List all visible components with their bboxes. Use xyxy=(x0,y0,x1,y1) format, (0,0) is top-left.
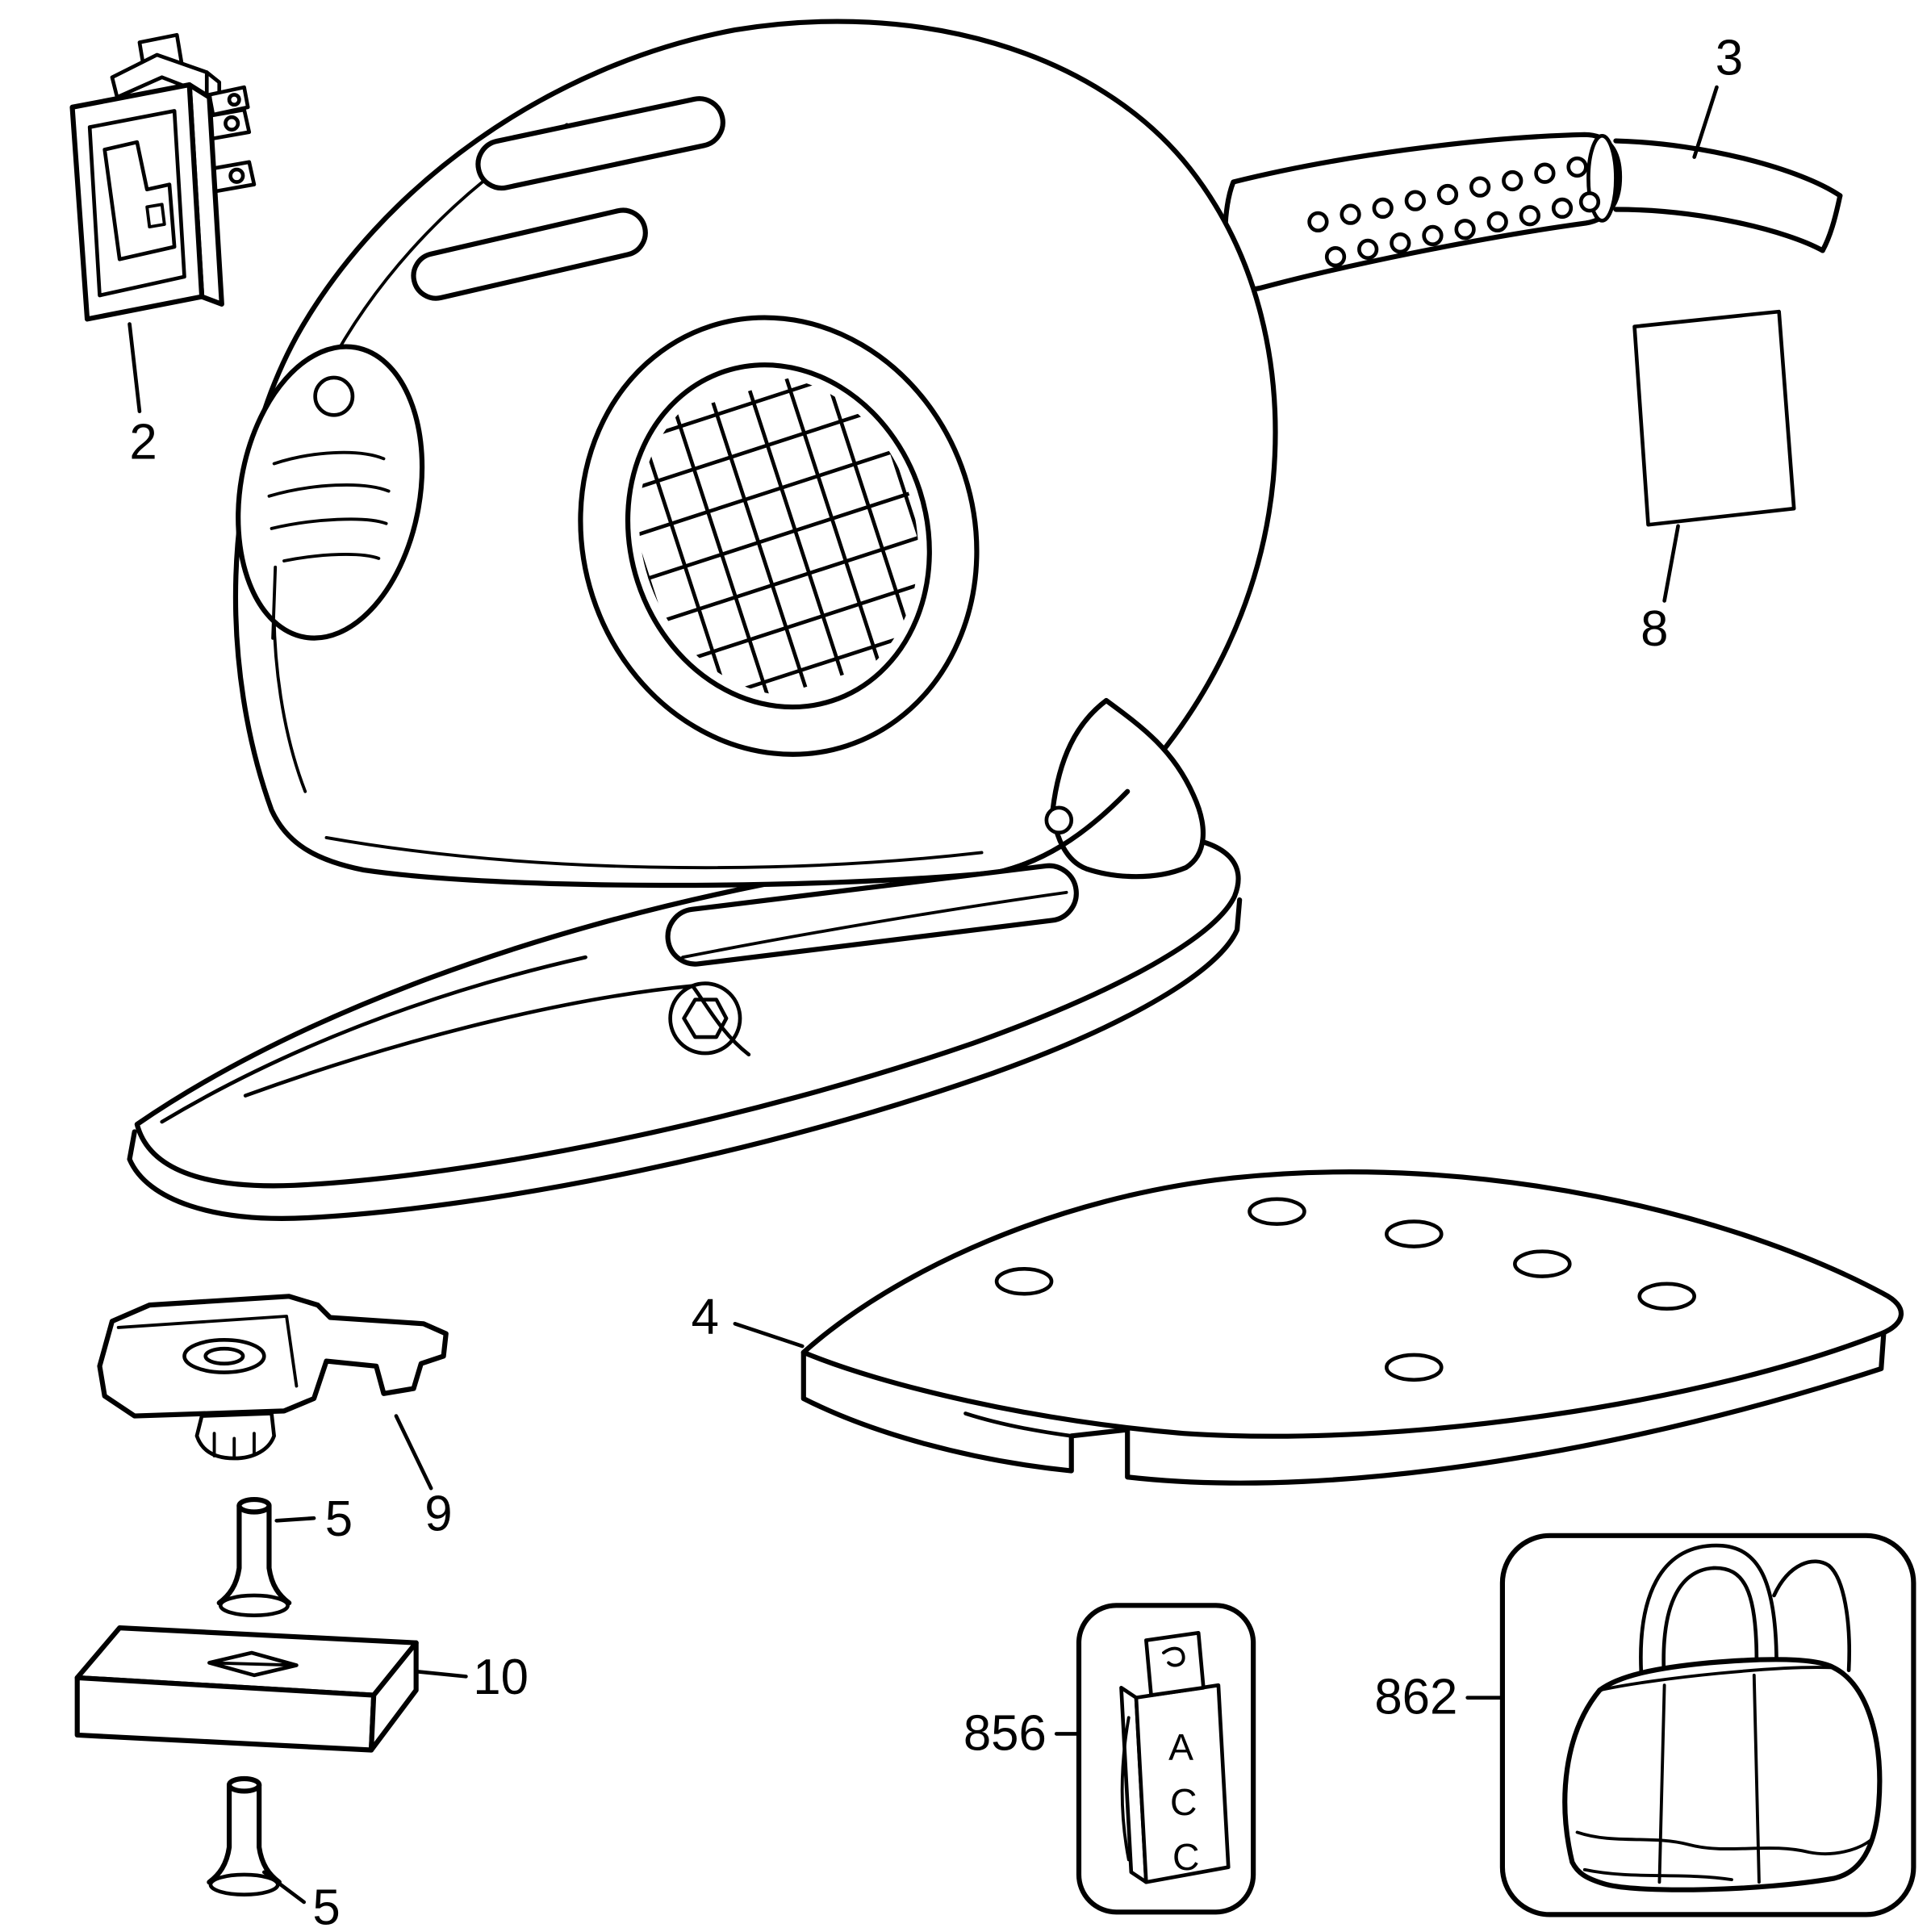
callout-10: 10 xyxy=(473,1650,529,1705)
sanding-pad-block xyxy=(74,1625,419,1753)
acc-letter-3: C xyxy=(1172,1836,1199,1878)
callout-3: 3 xyxy=(1716,31,1743,86)
leader-4 xyxy=(733,1321,805,1349)
callout-2: 2 xyxy=(129,414,157,470)
screw-upper xyxy=(219,1499,289,1616)
accessory-pack-icon: A C C xyxy=(1076,1603,1256,1915)
cord-strain-relief xyxy=(1222,132,1623,292)
acc-letter-1: A xyxy=(1168,1726,1193,1768)
callout-5-upper: 5 xyxy=(325,1491,353,1547)
leader-3 xyxy=(1692,85,1719,159)
platen xyxy=(800,1169,1904,1486)
vent-slot-lower xyxy=(411,207,648,301)
base-top-details xyxy=(243,835,1079,1098)
rocker-lever xyxy=(102,140,177,261)
grip-dot xyxy=(313,375,355,417)
callout-5-lower: 5 xyxy=(312,1880,340,1932)
leader-9 xyxy=(394,1414,433,1491)
power-cord xyxy=(1613,138,1843,253)
vent-slot-upper xyxy=(475,96,725,191)
callout-9: 9 xyxy=(424,1487,452,1542)
leader-5-lower xyxy=(261,1870,307,1905)
rear-heel-bracket xyxy=(994,697,1206,880)
rocker-switch xyxy=(69,32,257,322)
strain-relief-dots xyxy=(1307,156,1601,268)
label-sticker xyxy=(1632,309,1796,527)
leader-5-upper xyxy=(274,1516,316,1523)
leader-2 xyxy=(127,322,142,414)
callout-862: 862 xyxy=(1374,1670,1457,1725)
hex-bolt xyxy=(682,997,729,1039)
carry-bag-icon xyxy=(1499,1533,1916,1917)
front-grip-panel xyxy=(236,344,425,641)
leader-8 xyxy=(1662,524,1680,603)
callout-4: 4 xyxy=(692,1290,719,1345)
callout-8: 8 xyxy=(1641,601,1668,657)
pad-support xyxy=(97,1294,449,1461)
dust-window xyxy=(578,315,980,757)
acc-letter-2: C xyxy=(1170,1781,1197,1823)
leader-10 xyxy=(414,1669,468,1679)
callouts: 2 3 8 4 9 5 10 5 856 862 xyxy=(127,31,1743,1932)
vent-slots xyxy=(411,96,725,301)
callout-856: 856 xyxy=(963,1705,1047,1761)
